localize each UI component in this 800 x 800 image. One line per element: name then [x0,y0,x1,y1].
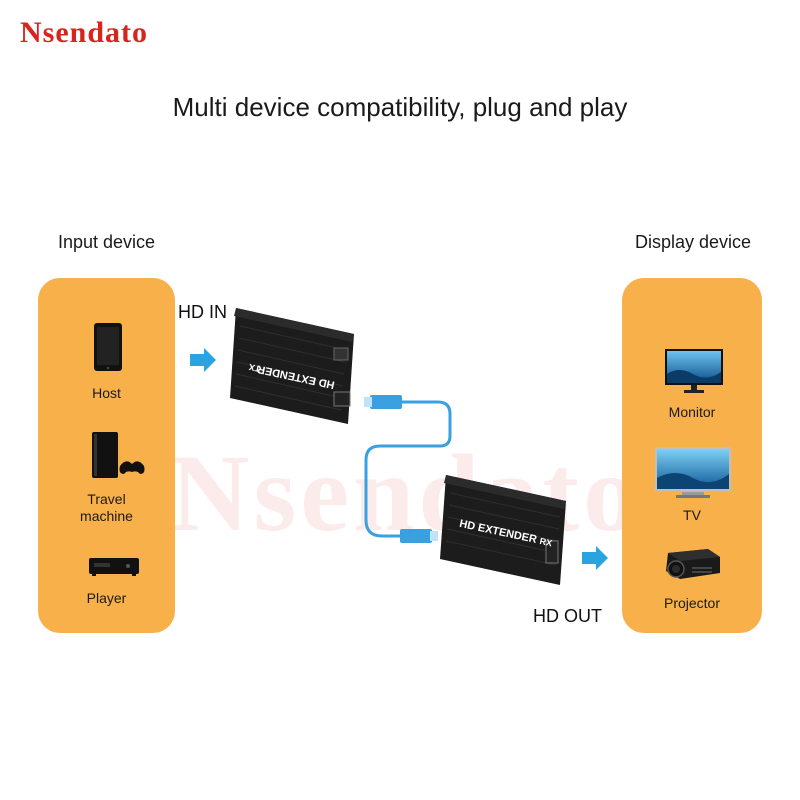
input-device-label: Player [86,590,127,606]
transmitter-badge: TX [248,362,261,374]
input-device-label: Host [92,385,121,401]
tv-icon [655,447,731,498]
rj45-connector-icon [364,395,402,409]
output-arrow-icon [582,546,608,570]
input-device-panel: Host Travel machine Player [38,278,175,633]
input-panel-title: Input device [58,232,156,252]
display-device-panel: Monitor TV Projector [622,278,762,633]
projector-icon [666,549,720,579]
display-panel-title: Display device [635,232,752,252]
network-cable [364,395,452,543]
receiver-device: HD EXTENDER RX [440,475,566,585]
monitor-icon [665,349,723,393]
smartphone-icon [94,323,122,371]
game-console-icon [92,432,145,478]
display-device-label: Monitor [668,404,716,420]
media-player-icon [89,558,139,576]
receiver-badge: RX [539,536,553,548]
input-device-label: Travel machine [80,491,133,524]
input-arrow-icon [190,348,216,372]
display-device-label: TV [683,507,701,523]
brand-logo: Nsendato [20,16,149,49]
transmitter-device: HD EXTENDER TX [230,308,354,424]
hd-out-label: HD OUT [533,606,602,626]
headline: Multi device compatibility, plug and pla… [172,92,628,122]
display-device-label: Projector [663,595,721,611]
rj45-connector-icon [400,529,438,543]
hd-in-label: HD IN [178,302,227,322]
